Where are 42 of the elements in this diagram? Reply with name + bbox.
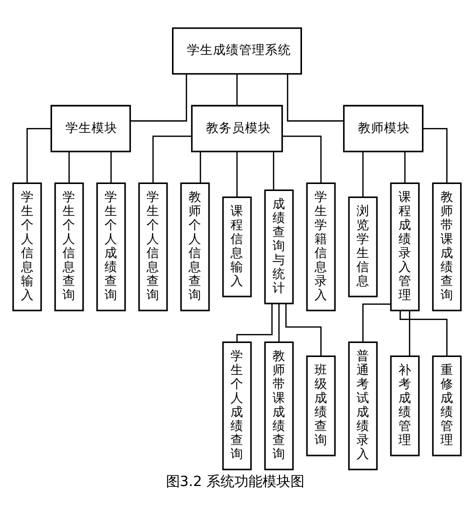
connector xyxy=(130,74,188,122)
node-box: 学生成绩管理系统 xyxy=(172,27,302,75)
connector xyxy=(278,304,280,342)
node-box: 教师模块 xyxy=(343,104,424,152)
node-box: 学生学籍信息录入 xyxy=(306,182,336,312)
node-box: 补考成绩管理 xyxy=(390,356,420,456)
node-box: 学生个人成绩查询 xyxy=(222,342,252,470)
connector xyxy=(26,128,52,184)
caption: 图3.2 系统功能模块图 xyxy=(166,474,304,490)
connector xyxy=(282,136,322,184)
node-box: 学生个人信息输入 xyxy=(12,182,42,312)
connector xyxy=(362,152,364,198)
node-box: 教师带课成绩查询 xyxy=(264,342,294,470)
connector xyxy=(408,310,410,356)
node-box: 学生个人成绩查询 xyxy=(96,182,126,312)
connector xyxy=(236,152,238,198)
node-box: 教师个人信息查询 xyxy=(180,182,210,312)
node-box: 课程信息输入 xyxy=(222,196,252,298)
connector xyxy=(404,152,406,183)
connector xyxy=(236,304,273,342)
connector xyxy=(362,303,391,342)
node-box: 重修成绩管理 xyxy=(432,356,462,456)
node-box: 教务员模块 xyxy=(191,104,283,152)
connector xyxy=(272,152,274,190)
connector xyxy=(110,152,112,183)
node-box: 课程成绩录入管理 xyxy=(390,182,420,312)
connector xyxy=(152,136,192,184)
connector xyxy=(68,152,70,183)
connector xyxy=(400,310,448,356)
node-box: 学生个人信息查询 xyxy=(138,182,168,312)
connector xyxy=(285,304,322,356)
connector xyxy=(200,152,202,183)
node-box: 班级成绩查询 xyxy=(306,356,336,456)
node-box: 学生模块 xyxy=(50,104,131,152)
node-box: 学生个人信息查询 xyxy=(54,182,84,312)
node-box: 浏览学生信息 xyxy=(348,196,378,298)
node-box: 普通考试成绩录入 xyxy=(348,342,378,470)
connector xyxy=(286,74,344,122)
node-box: 成绩查询与统计 xyxy=(264,190,294,304)
node-box: 教师带课成绩查询 xyxy=(432,182,462,312)
connector xyxy=(422,128,448,184)
connector xyxy=(236,74,238,106)
